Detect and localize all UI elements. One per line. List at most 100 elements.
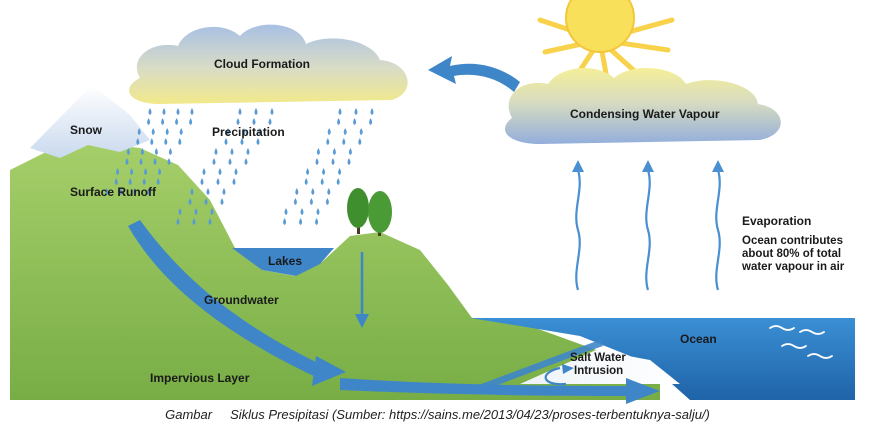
raindrop (153, 158, 157, 165)
label-groundwater: Groundwater (204, 293, 279, 307)
raindrop (126, 148, 130, 155)
raindrop (242, 128, 246, 135)
raindrop (347, 158, 351, 165)
raindrop (354, 108, 358, 115)
ocean (470, 318, 855, 400)
water-cycle-diagram (10, 0, 855, 404)
raindrop (147, 118, 151, 125)
salt-water-wedge (520, 350, 680, 384)
raindrop (300, 208, 304, 215)
raindrop (370, 108, 374, 115)
salt-water-intrusion-line-1: Salt Water (570, 352, 626, 364)
raindrop (194, 208, 198, 215)
salt-water-intrusion-line-2: Intrusion (574, 365, 624, 377)
raindrop (309, 198, 313, 205)
raindrop (359, 128, 363, 135)
snow-cap (30, 85, 150, 158)
label-precipitation: Precipitation (212, 125, 285, 139)
label-evaporation: Evaporation (742, 214, 812, 228)
precipitation-drops (105, 108, 374, 225)
raindrop (218, 168, 222, 175)
raindrop (315, 218, 319, 225)
raindrop (268, 118, 272, 125)
raindrop (342, 138, 346, 145)
salt-water-arrow (544, 364, 574, 386)
raindrop (283, 218, 287, 225)
raindrop (220, 198, 224, 205)
groundwater-flow (128, 220, 660, 404)
raindrop (105, 188, 109, 195)
raindrop (154, 148, 158, 155)
raindrop (178, 208, 182, 215)
raindrop (326, 138, 330, 145)
label-surface-runoff: Surface Runoff (70, 185, 157, 199)
raindrop (188, 198, 192, 205)
raindrop (156, 178, 160, 185)
raindrop (192, 218, 196, 225)
raindrop (150, 138, 154, 145)
raindrop (336, 178, 340, 185)
raindrop (320, 178, 324, 185)
raindrop (230, 148, 234, 155)
raindrop (190, 188, 194, 195)
lake (232, 248, 334, 276)
raindrop (240, 138, 244, 145)
raindrop (325, 198, 329, 205)
raindrop (212, 158, 216, 165)
condensing-cloud (504, 67, 781, 144)
raindrop (358, 138, 362, 145)
raindrop (116, 168, 120, 175)
raindrop (128, 178, 132, 185)
raindrop (151, 128, 155, 135)
raindrop (176, 108, 180, 115)
label-snow: Snow (70, 123, 102, 137)
raindrop (208, 218, 212, 225)
raindrop (179, 128, 183, 135)
raindrop (338, 168, 342, 175)
raindrop (338, 108, 342, 115)
raindrop (176, 218, 180, 225)
raindrop (200, 178, 204, 185)
raindrop (158, 168, 162, 175)
raindrop (332, 148, 336, 155)
ocean-waves (769, 325, 833, 359)
vapour-transport-arrow (428, 56, 520, 92)
evaporation-note-line-1: Ocean contributes (742, 235, 843, 247)
raindrop (232, 178, 236, 185)
evaporation-note-line-2: about 80% of total (742, 248, 842, 260)
label-condensing-water-vapour: Condensing Water Vapour (570, 107, 720, 121)
raindrop (136, 138, 140, 145)
raindrop (256, 138, 260, 145)
raindrop (175, 118, 179, 125)
raindrop (236, 118, 240, 125)
raindrop (315, 158, 319, 165)
caption-text: Siklus Presipitasi (Sumber: https://sain… (230, 407, 710, 422)
raindrop (142, 178, 146, 185)
raindrop (228, 158, 232, 165)
raindrop (190, 108, 194, 115)
raindrop (165, 128, 169, 135)
raindrop (327, 128, 331, 135)
raindrop (316, 148, 320, 155)
raindrop (327, 188, 331, 195)
raindrop (316, 208, 320, 215)
raindrop (304, 178, 308, 185)
raindrop (204, 198, 208, 205)
raindrop (125, 158, 129, 165)
raindrop (137, 128, 141, 135)
raindrop (254, 108, 258, 115)
raindrop (222, 188, 226, 195)
raindrop (306, 168, 310, 175)
raindrop (167, 158, 171, 165)
raindrop (348, 148, 352, 155)
sun (537, 0, 675, 88)
label-salt-water-intrusion: Salt Water Intrusion (570, 352, 626, 378)
raindrop (148, 108, 152, 115)
raindrop (331, 158, 335, 165)
evaporation-note: Ocean contributes about 80% of total wat… (742, 235, 844, 274)
raindrop (119, 188, 123, 195)
raindrop (234, 168, 238, 175)
raindrop (147, 188, 151, 195)
